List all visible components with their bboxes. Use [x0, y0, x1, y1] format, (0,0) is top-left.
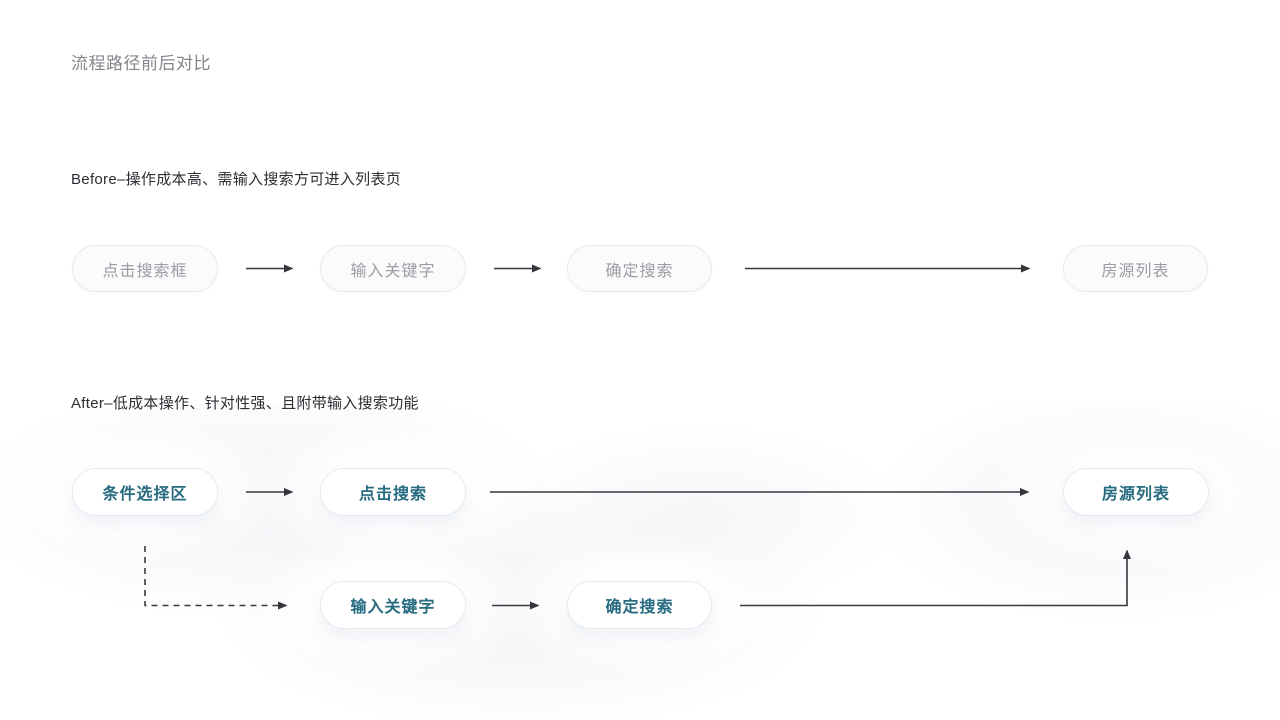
- after-section-background: [0, 405, 1280, 720]
- after-step-condition-area: 条件选择区: [72, 468, 218, 516]
- after-step-click-search: 点击搜索: [320, 468, 466, 516]
- before-step-enter-keyword: 输入关键字: [320, 245, 466, 292]
- after-section-label: After–低成本操作、针对性强、且附带输入搜索功能: [71, 395, 419, 412]
- after-step-listing-page: 房源列表: [1063, 468, 1209, 516]
- after-step-confirm-search: 确定搜索: [567, 581, 712, 629]
- before-step-confirm-search: 确定搜索: [567, 245, 712, 292]
- before-section-label: Before–操作成本高、需输入搜索方可进入列表页: [71, 171, 402, 188]
- before-step-listing-page: 房源列表: [1063, 245, 1208, 292]
- after-step-enter-keyword: 输入关键字: [320, 581, 466, 629]
- before-step-click-search-box: 点击搜索框: [72, 245, 218, 292]
- page-title: 流程路径前后对比: [71, 54, 211, 73]
